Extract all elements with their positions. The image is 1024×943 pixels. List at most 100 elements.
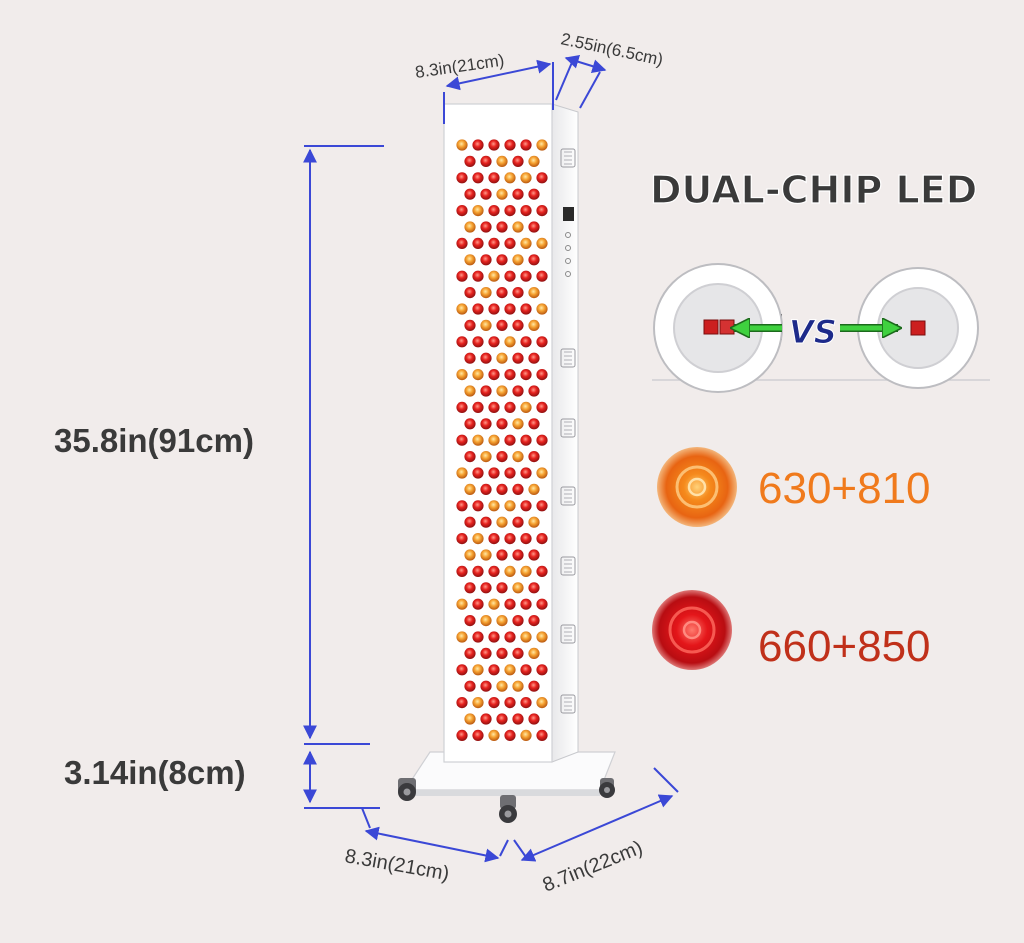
led-bulb [488, 533, 500, 545]
led-bulb [464, 319, 476, 331]
led-bulb [512, 483, 524, 495]
led-bulb [496, 418, 508, 430]
led-bulb [536, 598, 548, 610]
led-bulb [488, 303, 500, 315]
vent-grille [560, 418, 576, 438]
led-bulb [496, 254, 508, 266]
led-bulb [472, 401, 484, 413]
led-bulb [504, 729, 516, 742]
led-bulb [456, 270, 468, 282]
led-bulb [480, 516, 492, 528]
led-bulb [472, 565, 484, 578]
led-bulb [512, 155, 524, 167]
led-bulb [520, 729, 532, 742]
top-depth-label: 2.55in(6.5cm) [559, 29, 665, 69]
led-bulb [520, 434, 532, 446]
led-bulb [512, 287, 524, 299]
led-bulb [464, 680, 476, 692]
led-bulb [480, 549, 492, 561]
led-bulb [480, 188, 492, 200]
led-bulb [472, 270, 484, 282]
led-bulb [528, 352, 540, 364]
led-bulb [536, 205, 548, 217]
panel-height-label: 35.8in(91cm) [54, 422, 254, 459]
led-bulb [528, 516, 540, 528]
led-bulb [520, 303, 532, 315]
led-bulb [488, 401, 500, 413]
led-bulb [472, 631, 484, 643]
led-bulb [528, 713, 540, 725]
led-bulb [472, 500, 484, 512]
vent-grille [560, 556, 576, 576]
led-bulb [488, 467, 500, 479]
led-bulb [472, 697, 484, 709]
led-bulb [536, 729, 548, 742]
base-height-label: 3.14in(8cm) [64, 754, 246, 791]
wavelength-option: 660+850 [652, 590, 931, 671]
led-bulb [504, 303, 516, 315]
led-bulb [496, 221, 508, 233]
led-bulb [528, 582, 540, 594]
led-bulb [456, 500, 468, 512]
led-bulb [512, 352, 524, 364]
led-bulb [456, 434, 468, 446]
led-bulb [464, 418, 476, 430]
led-bulb [480, 155, 492, 167]
led-bulb [528, 221, 540, 233]
vent-grille [560, 694, 576, 714]
led-bulb [472, 303, 484, 315]
led-bulb [512, 451, 524, 463]
led-bulb [528, 319, 540, 331]
led-bulb [480, 713, 492, 725]
led-bulb [472, 205, 484, 217]
led-bulb [456, 336, 468, 348]
led-bulb [512, 713, 524, 725]
led-bulb [472, 467, 484, 479]
led-bulb [464, 221, 476, 233]
led-bulb [496, 680, 508, 692]
led-bulb [528, 188, 540, 200]
led-bulb [464, 287, 476, 299]
led-bulb [464, 615, 476, 627]
led-bulb [520, 401, 532, 413]
led-array [456, 139, 548, 742]
led-bulb [480, 319, 492, 331]
led-bulb [480, 418, 492, 430]
led-bulb [536, 303, 548, 315]
led-bulb [520, 237, 532, 249]
led-bulb [496, 516, 508, 528]
led-bulb [512, 188, 524, 200]
led-bulb [488, 697, 500, 709]
led-bulb [464, 385, 476, 397]
led-bulb [456, 664, 468, 676]
led-bulb [480, 680, 492, 692]
side-vents [560, 148, 576, 714]
led-bulb [488, 434, 500, 446]
led-bulb [520, 598, 532, 610]
led-bulb [512, 385, 524, 397]
vent-grille [560, 624, 576, 644]
led-bulb [528, 155, 540, 167]
led-bulb [456, 565, 468, 578]
led-bulb [528, 549, 540, 561]
led-bulb [480, 385, 492, 397]
led-bulb [472, 139, 484, 151]
dual-chip-led-icon [653, 263, 783, 393]
led-bulb [472, 434, 484, 446]
red-led-icon [652, 590, 732, 670]
led-bulb [504, 205, 516, 217]
led-bulb [504, 369, 516, 381]
led-bulb [504, 401, 516, 413]
led-bulb [536, 401, 548, 413]
led-bulb [488, 500, 500, 512]
led-bulb [528, 483, 540, 495]
led-bulb [496, 352, 508, 364]
led-bulb [536, 172, 548, 184]
led-bulb [496, 287, 508, 299]
led-bulb [528, 287, 540, 299]
led-bulb [520, 270, 532, 282]
single-chip-led-icon [857, 267, 979, 389]
led-bulb [512, 615, 524, 627]
led-bulb [472, 369, 484, 381]
